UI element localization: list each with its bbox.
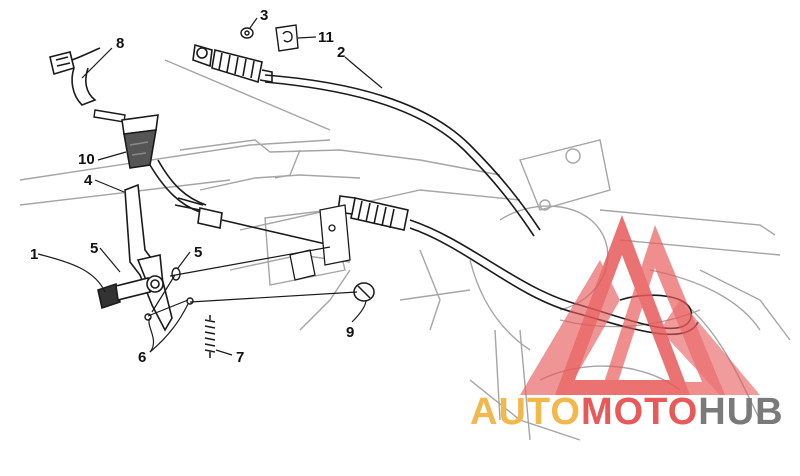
callout-5b: 5: [194, 244, 202, 261]
part-11-clip: [275, 24, 299, 52]
watermark-moto: MOTO: [581, 391, 698, 433]
callout-2: 2: [337, 44, 345, 61]
callout-6: 6: [138, 349, 146, 366]
part-3-washer: [240, 27, 254, 39]
callout-5a: 5: [90, 240, 98, 257]
callout-9: 9: [346, 324, 354, 341]
watermark-logo: [520, 215, 760, 395]
callout-10: 10: [78, 151, 95, 168]
watermark-hub: HUB: [698, 391, 783, 433]
callout-1: 1: [30, 246, 38, 263]
watermark-text: AUTOMOTOHUB: [470, 391, 784, 433]
watermark-auto: AUTO: [470, 391, 581, 433]
callout-8: 8: [116, 35, 124, 52]
callout-11: 11: [318, 29, 334, 46]
callout-3: 3: [260, 7, 268, 24]
callout-7: 7: [236, 349, 244, 366]
leader-lines: [37, 17, 383, 356]
cable-upper: [192, 43, 541, 237]
part-7-spring: [204, 315, 216, 358]
part-10-grip: [121, 114, 159, 169]
mounting-plate: [289, 204, 351, 281]
callout-4: 4: [84, 172, 93, 189]
part-8-connector: [49, 47, 101, 106]
